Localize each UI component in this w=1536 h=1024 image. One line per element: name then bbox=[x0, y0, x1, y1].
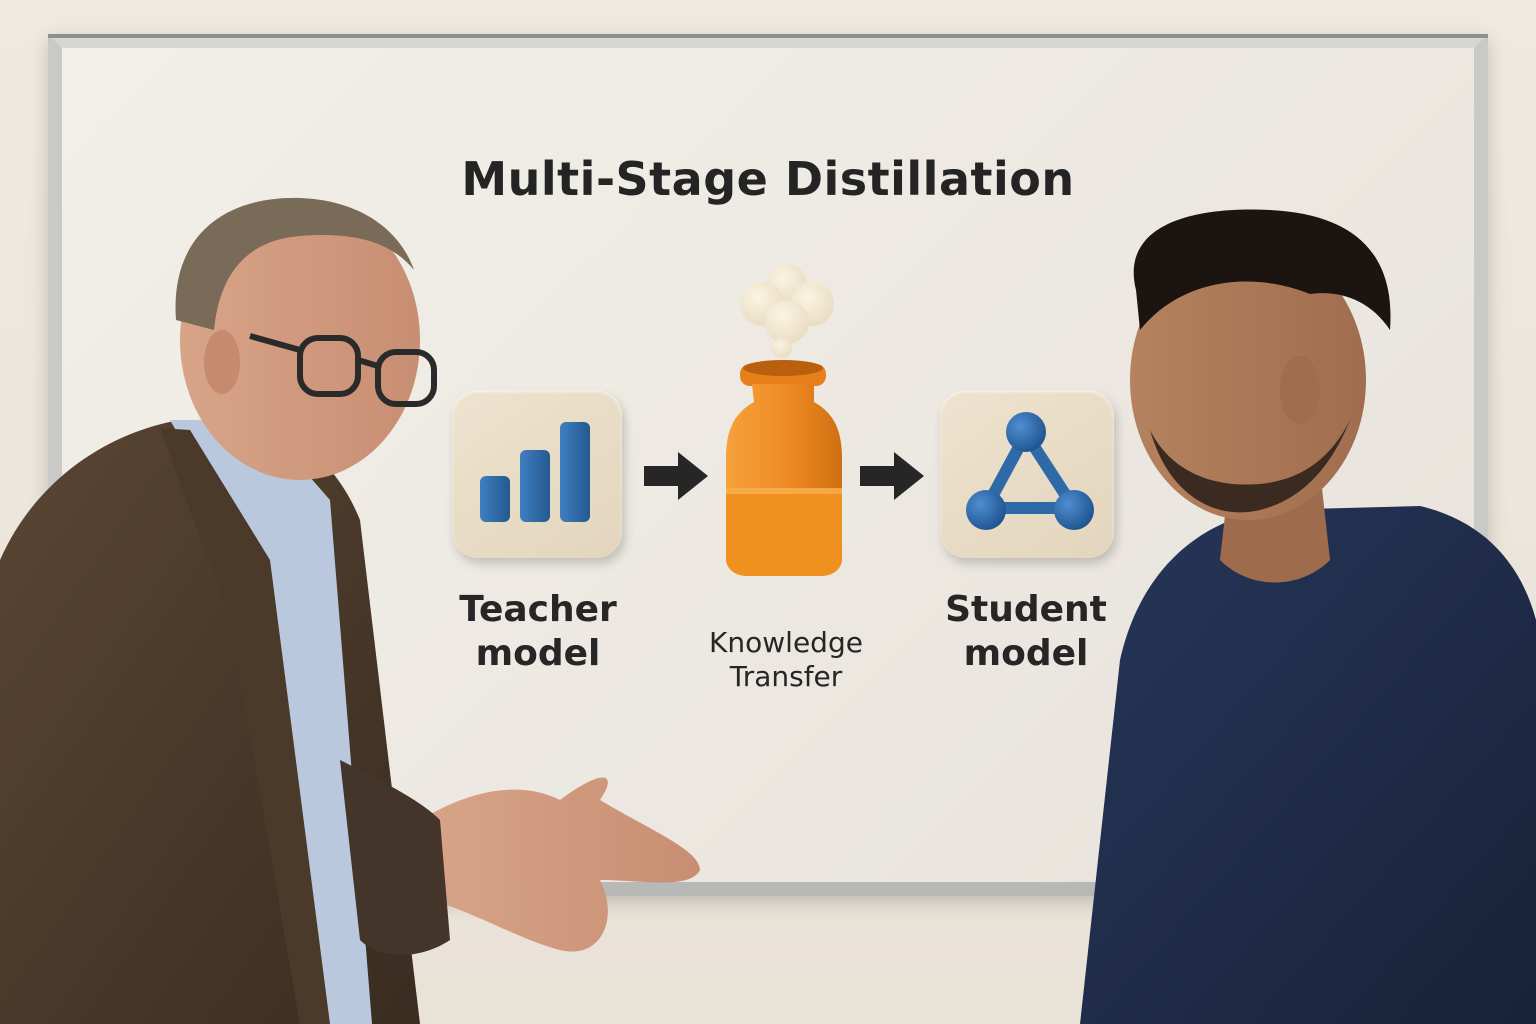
arrow-right-icon bbox=[860, 452, 924, 500]
student-tile bbox=[940, 390, 1114, 558]
teacher-label-line2: model bbox=[475, 632, 601, 674]
teacher-label: Teacher model bbox=[438, 588, 638, 676]
transfer-label-line2: Transfer bbox=[729, 660, 843, 694]
network-triangle-icon bbox=[966, 412, 1094, 530]
teacher-label-line1: Teacher bbox=[459, 589, 617, 630]
arrow-right-icon bbox=[644, 452, 708, 500]
student-label-line1: Student bbox=[945, 589, 1107, 630]
teacher-tile bbox=[452, 390, 622, 558]
bottle-icon bbox=[726, 264, 842, 576]
transfer-label-line1: Knowledge bbox=[709, 626, 863, 659]
board-title: Multi-Stage Distillation bbox=[461, 152, 1075, 206]
transfer-label: Knowledge Transfer bbox=[676, 626, 896, 694]
student-label: Student model bbox=[926, 588, 1126, 676]
bar-chart-icon bbox=[480, 422, 590, 522]
student-label-line2: model bbox=[963, 632, 1089, 674]
